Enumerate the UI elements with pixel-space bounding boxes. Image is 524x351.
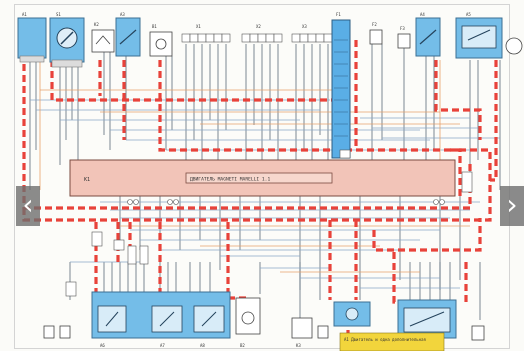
legend-note-text: A1 Двигатель и одна дополнительная xyxy=(344,337,426,342)
relay-box xyxy=(91,29,115,53)
chevron-left-icon: ‹ xyxy=(22,188,34,221)
svg-text:A3: A3 xyxy=(120,12,125,17)
next-arrow-button[interactable]: › xyxy=(500,186,524,226)
svg-text:X2: X2 xyxy=(256,24,261,29)
relay-bottom xyxy=(291,317,313,339)
svg-text:F1: F1 xyxy=(336,12,341,17)
svg-text:B1: B1 xyxy=(152,24,157,29)
fuse-column xyxy=(331,19,351,159)
svg-text:B2: B2 xyxy=(240,343,245,348)
legend-note-box xyxy=(339,332,445,351)
sensor-bottom-icon xyxy=(241,311,255,325)
connector-strip-top xyxy=(181,33,333,43)
sensor-bottom xyxy=(235,297,261,335)
svg-text:K2: K2 xyxy=(94,22,99,27)
ecu-side-connector xyxy=(461,171,473,193)
engine-control-unit: K1 ДВИГАТЕЛЬ MAGNETI MARELLI 1.1 xyxy=(69,159,473,197)
svg-text:A7: A7 xyxy=(160,343,165,348)
svg-text:K3: K3 xyxy=(296,343,301,348)
svg-text:A4: A4 xyxy=(420,12,425,17)
connector-switch xyxy=(51,59,83,68)
svg-text:F3: F3 xyxy=(400,26,405,31)
svg-text:A8: A8 xyxy=(200,343,205,348)
ecu-id: K1 xyxy=(84,177,90,183)
svg-text:X3: X3 xyxy=(302,24,307,29)
svg-text:X1: X1 xyxy=(196,24,201,29)
fuse-bottom-c xyxy=(317,325,329,339)
fuse-small-2 xyxy=(397,33,411,49)
connector-strip-bottom xyxy=(65,231,149,297)
svg-text:S1: S1 xyxy=(56,12,61,17)
gauge-icon xyxy=(505,37,523,55)
ecu-caption-box xyxy=(185,172,333,184)
prev-arrow-button[interactable]: ‹ xyxy=(16,186,40,226)
svg-text:A6: A6 xyxy=(100,343,105,348)
fuse-bottom-b xyxy=(59,325,71,339)
chevron-right-icon: › xyxy=(506,188,518,221)
fuse-bottom-d xyxy=(471,325,485,341)
connector-a1 xyxy=(19,55,45,63)
module-a1 xyxy=(17,17,47,59)
ecu-caption: ДВИГАТЕЛЬ MAGNETI MARELLI 1.1 xyxy=(190,177,270,183)
fuse-bottom-a xyxy=(43,325,55,339)
junction-row xyxy=(127,149,445,205)
fuse-small xyxy=(369,29,383,45)
svg-text:F2: F2 xyxy=(372,22,377,27)
sensor-box xyxy=(149,31,173,57)
legend-note: A1 Двигатель и одна дополнительная xyxy=(339,332,445,351)
svg-text:A5: A5 xyxy=(466,12,471,17)
svg-text:A1: A1 xyxy=(22,12,27,17)
